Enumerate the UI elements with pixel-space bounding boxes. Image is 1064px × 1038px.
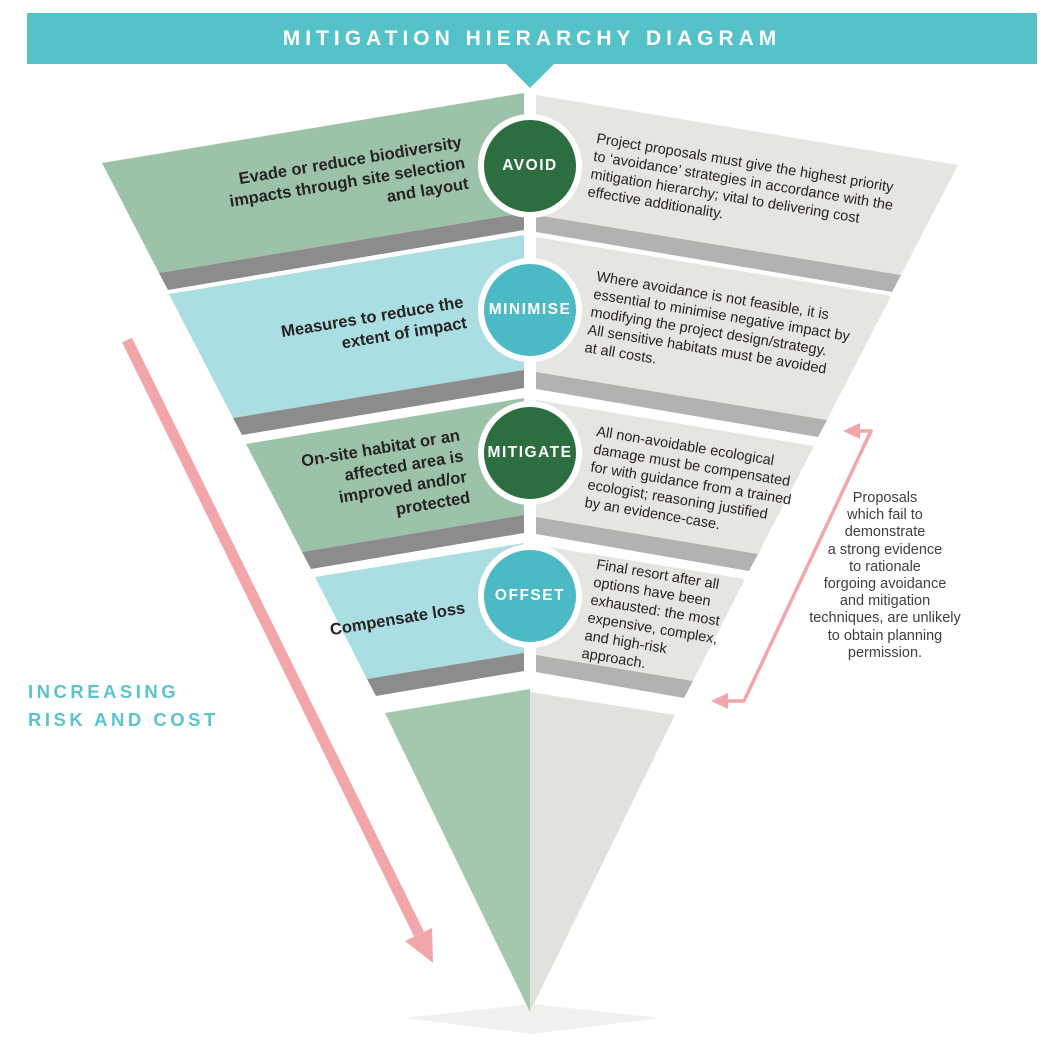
level-2-left-shadow [233,370,524,435]
level-1-right-shadow [536,215,901,292]
level-3-left-shadow [302,515,524,569]
level-4-right-shadow [536,655,693,698]
offset-circle [478,544,582,648]
mitigate-circle-label: MITIGATE [487,444,573,461]
minimise-circle-label: MINIMISE [488,301,572,318]
avoid-circle-label: AVOID [502,157,558,174]
level-2-right-shadow [536,372,827,437]
header-pointer-icon [506,64,554,88]
level-4-left-shadow [367,653,524,696]
risk-arrow-icon [122,337,433,963]
minimise-circle [478,258,582,362]
level-1-left-band [102,93,524,273]
increasing-risk-label: INCREASING RISK AND COST [28,681,219,730]
level-3-right-band [536,400,814,554]
level-1-left-shadow [159,213,524,290]
level-4-left-band [315,543,524,679]
header-bar: MITIGATION HIERARCHY DIAGRAM [27,13,1037,64]
level-2-left-band [169,235,524,418]
offset-circle-label: OFFSET [494,587,566,604]
avoid-circle [478,114,582,218]
annotation-arrow-icon [711,423,873,709]
mitigate-circle [478,401,582,505]
level-3-right-shadow [536,517,758,571]
ground-shadow [405,1004,660,1034]
level-3-left-band [246,398,524,552]
page-title: MITIGATION HIERARCHY DIAGRAM [282,26,782,50]
planning-permission-annotation: Proposals which fail to demonstrate a st… [809,490,961,661]
level-2-right-band [536,237,891,420]
level-4-right-band [536,545,745,681]
funnel-tip-left [385,689,530,1012]
level-1-right-band [536,95,958,275]
funnel-tip-right [530,692,675,1012]
